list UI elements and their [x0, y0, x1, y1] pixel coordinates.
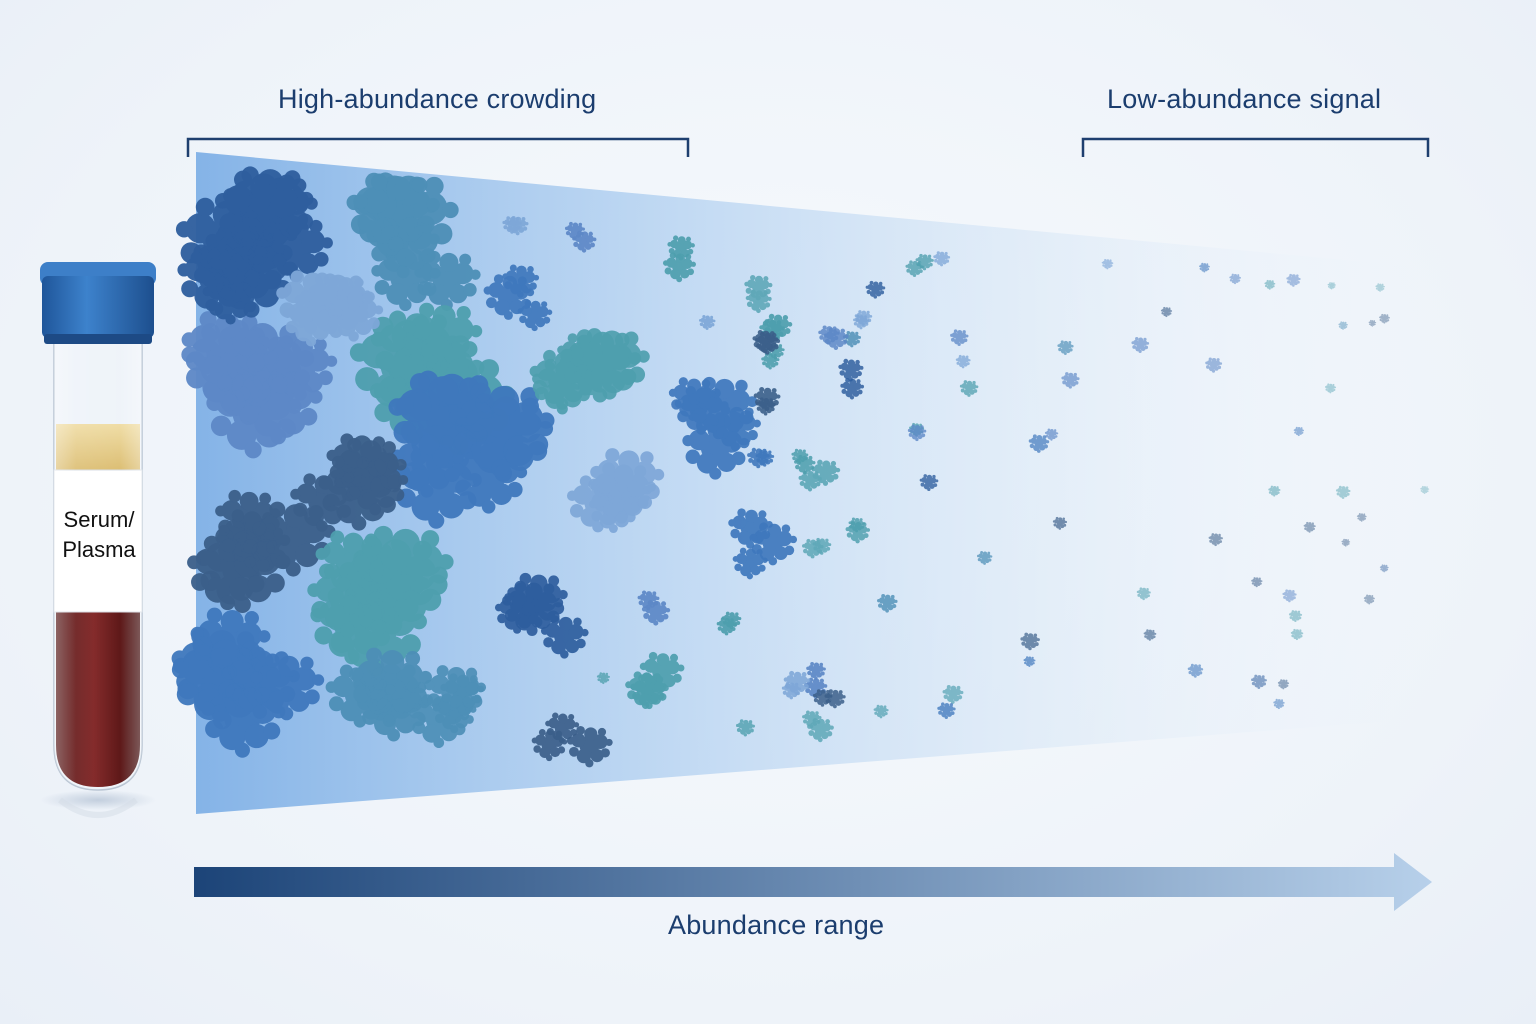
tube-label-text: Serum/ Plasma — [54, 505, 144, 565]
test-tube-icon — [40, 262, 156, 818]
arrow-right-icon — [194, 853, 1432, 911]
low-abundance-bracket — [1081, 137, 1430, 157]
tube-label-line-1: Serum/ — [63, 507, 135, 532]
low-abundance-label: Low-abundance signal — [1107, 84, 1382, 114]
high-abundance-bracket — [186, 137, 690, 157]
tube-label-line-2: Plasma — [62, 537, 136, 562]
abundance-axis-label: Abundance range — [668, 910, 885, 940]
high-abundance-label: High-abundance crowding — [278, 84, 597, 114]
